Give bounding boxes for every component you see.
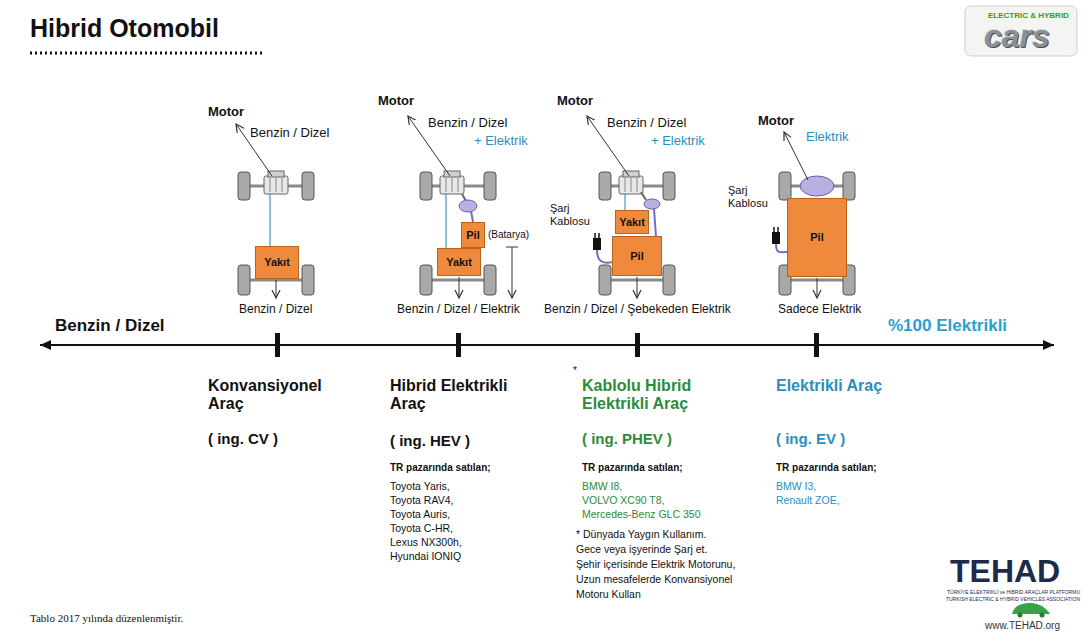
box-label: Yakıt: [264, 256, 290, 268]
note-line: Şehir içerisinde Elektrik Motorunu,: [576, 558, 735, 570]
category-abbr: ( ing. HEV ): [390, 432, 470, 449]
electric-label: + Elektrik: [651, 134, 705, 149]
note-line: Uzun mesafelerde Konvansiyonel: [576, 573, 732, 585]
logo-text: TEHAD: [950, 553, 1060, 590]
axis-label: Benzin / Dizel: [55, 316, 165, 336]
component-box: Pil: [787, 198, 847, 277]
box-label: Pil: [810, 231, 823, 243]
axis-label: %100 Elektrikli: [888, 316, 1007, 336]
energy-label: Sadece Elektrik: [778, 303, 861, 317]
list-heading: TR pazarında satılan;: [390, 462, 491, 474]
category-abbr: ( ing. EV ): [776, 430, 845, 447]
cable-label: Şarj Kablosu: [728, 184, 774, 209]
note-line: * Dünyada Yaygın Kullanım.: [576, 528, 706, 540]
box-label: Yakıt: [446, 256, 472, 268]
list-item: Toyota Yaris,: [390, 480, 450, 492]
category-title: Kablolu Hibrid Elektrikli Araç: [582, 377, 722, 414]
fuel-label: Benzin / Dizel: [428, 116, 507, 131]
part-label: (Batarya): [488, 229, 529, 241]
category-abbr: ( ing. CV ): [208, 430, 278, 447]
logo-text: cars: [984, 18, 1050, 55]
component-box: Pil: [612, 236, 662, 276]
note-line: Motoru Kullan: [576, 588, 641, 600]
list-item: Mercedes-Benz GLC 350: [582, 508, 700, 520]
electric-label: Elektrik: [806, 130, 849, 145]
list-item: Toyota Auris,: [390, 508, 450, 520]
page-title: Hibrid Otomobil: [30, 14, 219, 43]
component-box: Yakıt: [437, 248, 481, 276]
category-title: Konvansiyonel Araç: [208, 377, 343, 414]
component-box: Yakıt: [255, 246, 299, 279]
part-label: Motor: [378, 94, 414, 109]
box-label: Yakıt: [619, 216, 645, 228]
category-abbr: ( ing. PHEV ): [582, 430, 672, 447]
part-label: Motor: [758, 114, 794, 129]
list-item: VOLVO XC90 T8,: [582, 494, 664, 506]
footnote-mark: *: [573, 365, 577, 377]
note-line: Gece veya işyerinde Şarj et.: [576, 543, 707, 555]
fuel-label: Benzin / Dizel: [250, 126, 329, 141]
logo-subtext: TURKISH ELECTRIC & HYBRID VEHICLES ASSOC…: [946, 597, 1080, 603]
list-item: Renault ZOE,: [776, 494, 840, 506]
part-label: Motor: [208, 105, 244, 120]
electric-label: + Elektrik: [474, 134, 528, 149]
list-item: Hyundai IONIQ: [390, 550, 461, 562]
logo-subtext: TÜRKİYE ELEKTRİKLİ ve HİBRİD ARAÇLAR PLA…: [947, 590, 1080, 596]
table-note: Tablo 2017 yılında düzenlenmiştir.: [30, 612, 183, 625]
component-box: Pil: [461, 222, 485, 248]
energy-label: Benzin / Dizel / Elektrik: [397, 303, 520, 317]
list-item: BMW I8,: [582, 480, 622, 492]
list-item: Lexus NX300h,: [390, 536, 462, 548]
component-box: Yakıt: [615, 210, 649, 234]
part-label: Motor: [557, 94, 593, 109]
energy-label: Benzin / Dizel / Şebekeden Elektrik: [544, 303, 731, 317]
list-heading: TR pazarında satılan;: [776, 462, 877, 474]
category-title: Hibrid Elektrikli Araç: [390, 377, 540, 414]
energy-label: Benzin / Dizel: [239, 303, 312, 317]
list-item: Toyota RAV4,: [390, 494, 453, 506]
box-label: Pil: [466, 229, 479, 241]
cable-label: Şarj Kablosu: [550, 202, 596, 227]
list-item: BMW I3,: [776, 480, 816, 492]
box-label: Pil: [630, 250, 643, 262]
list-item: Toyota C-HR,: [390, 522, 453, 534]
category-title: Elektrikli Araç: [776, 377, 886, 395]
list-heading: TR pazarında satılan;: [582, 462, 683, 474]
fuel-label: Benzin / Dizel: [607, 116, 686, 131]
website: www.TEHAD.org: [985, 620, 1060, 632]
